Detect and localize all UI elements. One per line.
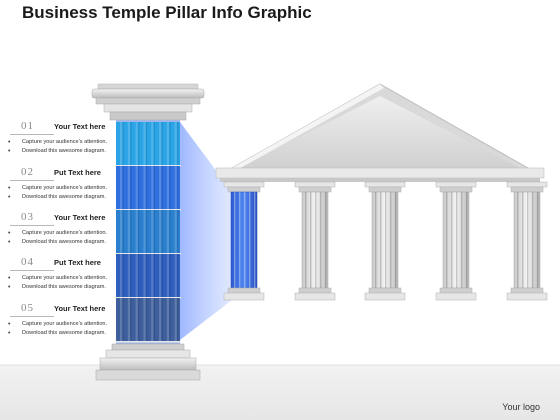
bullet-text: Capture your audience’s attention. bbox=[4, 320, 116, 329]
item-heading: Your Text here bbox=[54, 122, 106, 131]
item-number: 05 bbox=[21, 302, 34, 314]
item-number: 02 bbox=[21, 166, 34, 178]
item-heading: Your Text here bbox=[54, 304, 106, 313]
logo-text: Your logo bbox=[502, 402, 540, 412]
item-underline bbox=[10, 316, 54, 317]
temple-column bbox=[506, 181, 548, 301]
item-number: 04 bbox=[21, 256, 34, 268]
item-heading: Your Text here bbox=[54, 213, 106, 222]
bullet-text: Download this awesome diagram. bbox=[4, 193, 116, 202]
bullet-text: Download this awesome diagram. bbox=[4, 283, 116, 292]
item-bullets: Capture your audience’s attention.Downlo… bbox=[4, 184, 116, 202]
bullet-text: Download this awesome diagram. bbox=[4, 238, 116, 247]
item-heading: Put Text here bbox=[54, 168, 101, 177]
pillar-segments bbox=[115, 122, 181, 343]
temple-column bbox=[364, 181, 406, 301]
info-item: 03 Your Text hereCapture your audience’s … bbox=[4, 211, 116, 247]
item-underline bbox=[10, 180, 54, 181]
item-bullets: Capture your audience’s attention.Downlo… bbox=[4, 274, 116, 292]
projection-beam bbox=[180, 122, 232, 340]
temple bbox=[215, 83, 548, 301]
bullet-text: Download this awesome diagram. bbox=[4, 329, 116, 338]
floor bbox=[0, 365, 560, 420]
temple-column bbox=[294, 181, 336, 301]
temple-columns bbox=[223, 181, 548, 301]
info-item: 02 Put Text hereCapture your audience’s a… bbox=[4, 166, 116, 202]
pillar-segment bbox=[115, 298, 181, 343]
pillar-segment bbox=[115, 166, 181, 211]
item-bullets: Capture your audience’s attention.Downlo… bbox=[4, 229, 116, 247]
item-number: 01 bbox=[21, 120, 34, 132]
page-title: Business Temple Pillar Info Graphic bbox=[22, 3, 312, 22]
item-underline bbox=[10, 225, 54, 226]
temple-column-highlight bbox=[223, 181, 265, 301]
temple-entablature bbox=[215, 167, 545, 179]
info-item: 05 Your Text hereCapture your audience’s … bbox=[4, 302, 116, 338]
bullet-text: Capture your audience’s attention. bbox=[4, 138, 116, 147]
pillar-segment bbox=[115, 254, 181, 299]
item-underline bbox=[10, 134, 54, 135]
main-pillar bbox=[91, 83, 205, 381]
pillar-segment bbox=[115, 210, 181, 255]
bullet-text: Capture your audience’s attention. bbox=[4, 184, 116, 193]
temple-column bbox=[435, 181, 477, 301]
info-item: 01 Your Text hereCapture your audience’s … bbox=[4, 120, 116, 156]
item-bullets: Capture your audience’s attention.Downlo… bbox=[4, 138, 116, 156]
info-item: 04 Put Text hereCapture your audience’s a… bbox=[4, 256, 116, 292]
bullet-text: Download this awesome diagram. bbox=[4, 147, 116, 156]
item-underline bbox=[10, 270, 54, 271]
item-heading: Put Text here bbox=[54, 258, 101, 267]
item-bullets: Capture your audience’s attention.Downlo… bbox=[4, 320, 116, 338]
bullet-text: Capture your audience’s attention. bbox=[4, 274, 116, 283]
pillar-segment bbox=[115, 122, 181, 167]
bullet-text: Capture your audience’s attention. bbox=[4, 229, 116, 238]
item-number: 03 bbox=[21, 211, 34, 223]
